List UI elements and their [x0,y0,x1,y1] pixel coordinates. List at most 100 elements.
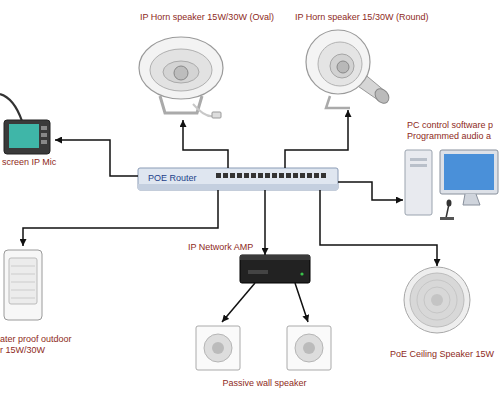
poe-router-illustration-part [265,173,270,178]
outdoor-speaker-illustration-part [4,250,42,320]
wall-speaker-illustration-part [204,334,232,362]
device-label: screen IP Mic [2,157,82,168]
poe-router-illustration-part [279,173,284,178]
poe-router-illustration-part [223,173,228,178]
ceiling-speaker-illustration-part [431,294,443,306]
device-label: Passive wall speaker [192,378,337,389]
device-label: IP Network AMP [188,242,268,253]
network-amp-illustration [240,255,310,283]
ip-mic-illustration-part [41,133,47,137]
round-horn-illustration-part [372,86,391,106]
oval-horn-illustration-part [139,37,223,99]
pc-illustration-part [463,194,480,205]
poe-router-illustration-part [300,173,305,178]
poe-router-illustration-part [216,173,221,178]
pc-illustration [405,150,498,220]
poe-router-illustration-part [237,173,242,178]
ip-mic-illustration-part [41,126,47,130]
wall-speaker-illustration-part [212,342,224,354]
poe-router-illustration-part [321,173,326,178]
outdoor-speaker-illustration-part [11,298,35,299]
poe-router-illustration-part [258,173,263,178]
oval-horn-illustration-part [163,61,199,83]
ip-mic-illustration-part [9,124,39,148]
device-node: POE Router [138,168,338,190]
ceiling-speaker-illustration-part [404,267,470,333]
pc-illustration-part [440,150,498,194]
poe-router-illustration-part [293,173,298,178]
round-horn-illustration-part [318,42,362,86]
wall-speaker-illustration-part [196,326,240,370]
round-horn-illustration [306,30,392,108]
device-node: IP Horn speaker 15W/30W (Oval) [140,36,230,120]
arrow-connector [183,120,228,168]
device-node: Passive wall speaker [192,322,337,372]
device-label: PC control software p Programmed audio a [407,120,499,142]
device-node: IP Network AMP [240,255,310,283]
wall-speaker-illustration-part [287,326,331,370]
device-node: ater proof outdoor r 15W/30W [2,246,44,322]
pc-illustration-part [410,158,427,161]
oval-horn-illustration [139,37,223,118]
ip-mic-illustration-part [41,140,47,144]
device-node: PC control software p Programmed audio a [403,118,500,218]
poe-router-illustration [138,168,338,190]
poe-router-illustration-part [272,173,277,178]
poe-router-illustration-part [307,173,312,178]
ip-mic-illustration [0,94,50,154]
arrow-connector [295,283,308,322]
oval-horn-illustration-part [193,104,214,116]
outdoor-speaker-illustration-part [11,282,35,283]
network-amp-illustration-part [300,272,303,275]
outdoor-speaker-illustration-part [11,274,35,275]
arrow-connector [264,190,266,255]
oval-horn-illustration-part [212,112,221,118]
ip-mic-illustration-part [4,120,50,154]
outdoor-speaker-illustration [4,250,42,320]
oval-horn-illustration-part [150,49,212,91]
wall-speaker-illustration-part [295,334,323,362]
device-node: IP Horn speaker 15/30W (Round) [302,30,390,110]
ceiling-speaker-illustration-part [424,287,450,313]
pc-illustration-part [405,150,432,215]
pc-illustration-part [410,164,427,167]
wall-speaker-illustration-part [303,342,315,354]
outdoor-speaker-illustration-part [9,258,37,304]
pc-illustration-part [444,154,494,190]
arrow-connector [320,190,437,266]
wall-speaker-illustration [196,326,331,370]
poe-router-illustration-part [230,173,235,178]
poe-router-illustration-part [251,173,256,178]
arrow-connector [285,110,348,168]
device-label: PoE Ceiling Speaker 15W [390,349,500,360]
oval-horn-illustration-part [174,66,188,80]
round-horn-illustration-part [306,30,370,94]
arrow-connector [55,140,138,176]
poe-router-illustration-part [138,184,338,190]
poe-router-illustration-part [286,173,291,178]
network-amp-illustration-part [240,255,310,260]
device-label: POE Router [148,173,218,184]
network-amp-illustration-part [240,255,310,283]
ceiling-speaker-illustration-part [417,280,457,320]
device-label: ater proof outdoor r 15W/30W [0,334,74,356]
device-label: IP Horn speaker 15/30W (Round) [295,12,485,23]
ceiling-speaker-illustration [404,267,470,333]
network-amp-illustration-part [248,270,268,274]
device-node: screen IP Mic [0,108,55,156]
device-node: PoE Ceiling Speaker 15W [402,266,472,334]
ip-mic-illustration-part [0,94,22,121]
outdoor-speaker-illustration-part [11,290,35,291]
poe-router-illustration-part [314,173,319,178]
poe-router-illustration-part [244,173,249,178]
outdoor-speaker-illustration-part [11,266,35,267]
poe-router-illustration-part [138,168,338,190]
arrow-connector [23,190,218,246]
pc-illustration-part [447,200,452,207]
pc-illustration-part [440,217,454,220]
arrow-connector [222,283,255,322]
round-horn-illustration-part [330,54,354,78]
ceiling-speaker-illustration-part [410,273,464,327]
round-horn-illustration-part [326,96,350,108]
round-horn-illustration-part [337,61,349,73]
